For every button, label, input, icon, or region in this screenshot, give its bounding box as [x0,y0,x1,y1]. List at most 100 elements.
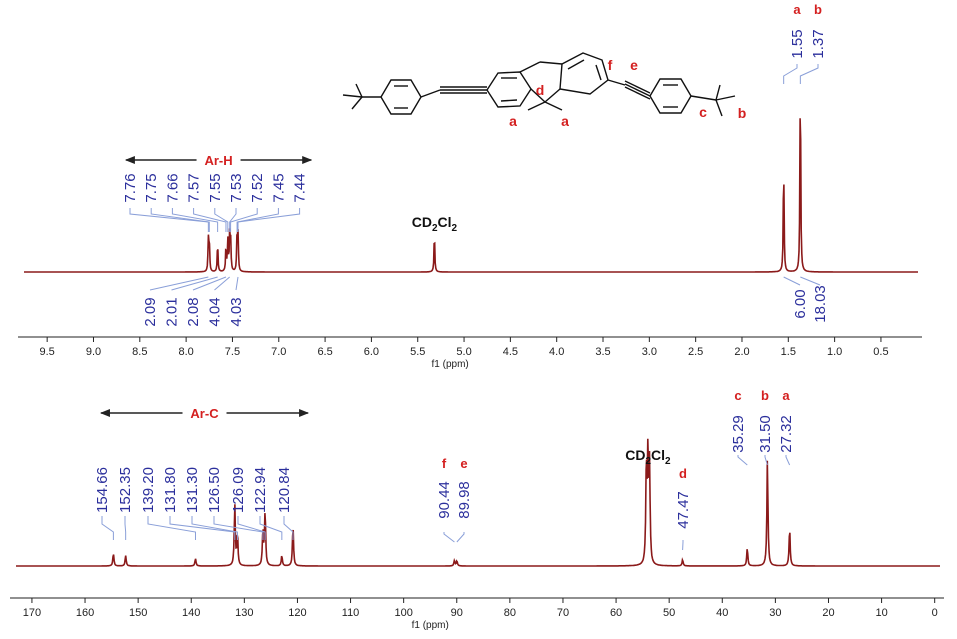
region-label-bg [182,404,227,420]
peak-leader [283,516,294,540]
peak-leader [193,208,227,232]
h1-peak-label: 7.57 [186,173,203,202]
integral-leader [235,276,239,291]
x-tick-label: 2.0 [734,346,749,358]
x-tick-label: 160 [76,607,94,619]
structure-letter-e: e [630,57,638,73]
h1-integral-label: 2.01 [164,297,181,326]
peak-leader [213,516,264,540]
c13-assign-letter-a: a [782,388,790,403]
x-tick-label: 6.0 [364,346,379,358]
structure-letter-d: d [536,82,545,98]
x-tick-label: 6.5 [317,346,332,358]
h1-peak-label: 7.66 [164,173,181,202]
c13-assign-letter-e: e [460,456,467,471]
structure-letter-c: c [699,104,707,120]
h1-peak-label: 7.76 [122,173,139,202]
c13-peak-label: 152.35 [117,467,134,513]
c13-assigned-peak-label: 27.32 [778,415,795,453]
x-tick-label: 20 [822,607,834,619]
x-tick-label: 110 [342,607,360,619]
x-tick-label: 10 [875,607,887,619]
peak-leader [230,208,258,232]
x-tick-label: 9.5 [40,346,55,358]
solvent-label: CD2Cl2 [412,214,458,234]
peak-leader [237,208,301,232]
structure-letter-a: a [509,113,517,129]
x-tick-label: 150 [129,607,147,619]
x-tick-label: 100 [394,607,412,619]
peak-leader [236,208,279,232]
peak-leader [237,516,266,540]
c13-assigned-peak-label: 47.47 [675,491,692,529]
integral-leader [171,276,218,291]
h1-integral-label: 4.04 [207,297,224,326]
region-arrow-label: Ar-C [190,406,219,421]
x-tick-label: 0 [932,607,938,619]
integral-leader [192,276,227,291]
c13-peak-label: 139.20 [140,467,157,513]
x-axis-label: f1 (ppm) [412,620,449,631]
x-tick-label: 2.5 [688,346,703,358]
h1-peak-label: 7.75 [143,173,160,202]
peak-leader [456,532,465,543]
spectrum-trace [16,438,940,567]
h1-assign-letter-a: a [793,2,801,17]
structure-letter-b: b [738,105,747,121]
integral-leader [149,276,209,291]
h1-peak-label: 7.55 [207,173,224,202]
x-tick-label: 8.0 [178,346,193,358]
h1-peak-label: 7.45 [270,173,287,202]
peak-leader [785,455,791,466]
c13-assign-letter-b: b [761,388,769,403]
x-tick-label: 70 [557,607,569,619]
c13-assigned-peak-label: 35.29 [730,415,747,453]
c13-assign-letter-f: f [442,456,447,471]
spectrum-trace [24,118,918,273]
h1-assign-letter-b: b [814,2,822,17]
x-tick-label: 90 [451,607,463,619]
peak-leader [214,208,229,232]
molecule-structure [342,52,736,117]
h1-peak-label: 7.53 [228,173,245,202]
structure-letter-a: a [561,113,569,129]
peak-leader [129,208,209,232]
x-tick-label: 30 [769,607,781,619]
x-tick-label: 0.5 [873,346,888,358]
x-tick-label: 9.0 [86,346,101,358]
region-label-bg [196,151,241,167]
solvent-label: CD2Cl2 [625,447,671,467]
peak-leader [443,532,455,543]
h1-assigned-peak-label: 1.37 [810,29,827,58]
x-tick-label: 40 [716,607,728,619]
x-tick-label: 130 [235,607,253,619]
peak-leader [150,208,210,232]
x-tick-label: 50 [663,607,675,619]
h1-integral-label: 6.00 [792,289,809,318]
peak-leader [229,208,237,232]
region-arrow-label: Ar-H [204,153,232,168]
x-axis-label: f1 (ppm) [432,359,469,370]
h1-peak-label: 7.52 [249,173,266,202]
h1-peak-label: 7.44 [292,173,309,202]
c13-peak-label: 154.66 [94,467,111,513]
integral-leader [783,276,801,286]
c13-assigned-peak-label: 31.50 [757,415,774,453]
x-tick-label: 4.0 [549,346,564,358]
peak-leader [799,64,819,84]
x-tick-label: 4.5 [503,346,518,358]
h1-integral-label: 2.09 [142,297,159,326]
x-tick-label: 8.5 [132,346,147,358]
c13-assign-letter-d: d [679,466,687,481]
x-tick-label: 80 [504,607,516,619]
peak-leader [169,516,236,540]
c13-assign-letter-c: c [734,388,741,403]
c13-assigned-peak-label: 89.98 [456,481,473,519]
peak-leader [101,516,114,540]
x-tick-label: 1.5 [781,346,796,358]
peak-leader [737,455,748,466]
